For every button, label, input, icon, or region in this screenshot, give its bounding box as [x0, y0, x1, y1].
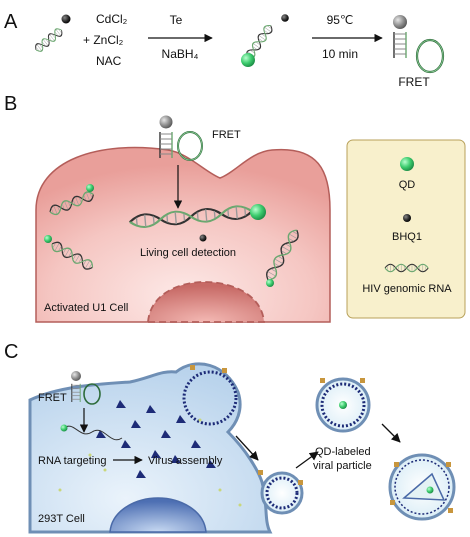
legend-box	[346, 139, 466, 319]
nucleus	[147, 281, 265, 323]
step2-bottom-label: 10 min	[322, 47, 358, 61]
step1-bottom-label: NaBH₄	[162, 47, 199, 61]
qd-labeled-label: QD-labeled	[315, 446, 371, 458]
panel-b: B FRET Living cell detection Activated U…	[4, 93, 466, 323]
panel-b-letter: B	[4, 93, 17, 115]
u1-cell-label: Activated U1 Cell	[44, 302, 128, 314]
legend-rna-label: HIV genomic RNA	[362, 283, 452, 295]
nucleus-293t	[109, 497, 207, 533]
panel-c: C FRET	[4, 341, 456, 534]
gag-proteins	[96, 400, 216, 478]
quantum-dot-icon	[60, 424, 68, 432]
quenched-qd-icon	[159, 115, 173, 129]
hairpin-probe-a	[393, 15, 445, 74]
quantum-dot-icon	[44, 235, 52, 243]
activated-u1-cell	[35, 146, 331, 323]
reagent-nac: NAC	[96, 54, 122, 68]
viral-particle-label: viral particle	[313, 460, 372, 472]
quenched-qd-icon	[393, 15, 407, 29]
bhq-quencher-icon	[199, 234, 207, 242]
step1-top-label: Te	[170, 13, 183, 27]
qd-legend-icon	[400, 157, 414, 171]
release-arrow-2	[295, 451, 319, 469]
fret-label-b: FRET	[212, 129, 241, 141]
quantum-dot-icon	[250, 204, 266, 220]
bhq-quencher-icon	[61, 14, 71, 24]
cytoplasm-dots	[58, 418, 242, 507]
quantum-dot-icon	[241, 53, 255, 67]
panel-a-letter: A	[4, 11, 18, 33]
panel-a: A CdCl₂ + ZnCl₂ NAC Te NaBH₄ 95℃ 10 min …	[4, 11, 445, 89]
rna-targeting-label: RNA targeting	[38, 455, 106, 467]
budding-virion-membrane	[182, 370, 238, 426]
quantum-dot-icon	[86, 184, 94, 192]
release-arrow-1	[235, 435, 259, 461]
mature-virion	[388, 453, 456, 521]
reagent-cdcl2: CdCl₂	[96, 12, 128, 26]
legend-bhq-label: BHQ1	[392, 231, 422, 243]
envelope-proteins	[190, 365, 303, 485]
rna-strand-c	[63, 425, 123, 441]
fret-label-a: FRET	[398, 75, 430, 89]
virus-assembly-label: Virus assembly	[148, 455, 223, 467]
step2-top-label: 95℃	[327, 13, 354, 27]
conical-capsid	[402, 472, 446, 501]
legend-qd-label: QD	[399, 179, 416, 191]
hairpin-probe-b	[159, 115, 203, 161]
bhq-quencher-icon	[281, 14, 289, 22]
fret-label-c: FRET	[38, 392, 67, 404]
panel-c-letter: C	[4, 341, 18, 363]
maturation-arrow	[381, 423, 401, 443]
quantum-dot-icon	[266, 279, 274, 287]
bhq-legend-icon	[403, 214, 411, 222]
living-cell-detection-label: Living cell detection	[140, 247, 236, 259]
quenched-qd-icon	[71, 371, 81, 381]
linear-probe-a	[32, 26, 65, 54]
reagent-zncl2: + ZnCl₂	[83, 33, 124, 47]
qd-labeled-viral-particle	[315, 377, 371, 433]
293t-cell-label: 293T Cell	[38, 513, 85, 525]
hairpin-probe-c	[71, 371, 101, 405]
